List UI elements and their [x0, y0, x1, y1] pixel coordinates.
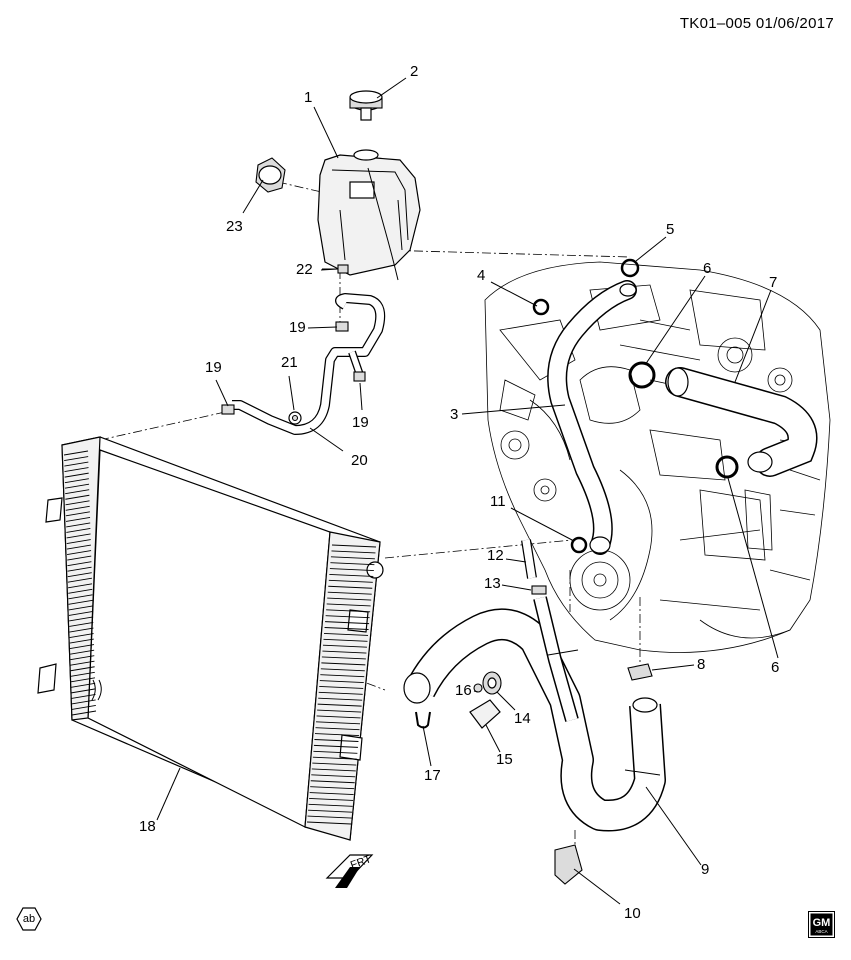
callout-19-upper: 19 — [289, 319, 306, 336]
callout-13: 13 — [484, 575, 501, 592]
callout-9: 9 — [701, 861, 710, 878]
callout-19-left: 19 — [205, 359, 222, 376]
tank-cap-23 — [255, 157, 286, 193]
pressure-cap — [349, 90, 383, 121]
callout-12: 12 — [487, 547, 504, 564]
callout-5: 5 — [666, 221, 675, 238]
callout-20: 20 — [351, 452, 368, 469]
radiator — [37, 436, 384, 841]
callout-7: 7 — [769, 274, 778, 291]
ab-hexagon-icon — [16, 907, 42, 931]
brackets — [469, 671, 502, 729]
gm-logo-subtext: ABCA — [815, 929, 827, 934]
callout-3: 3 — [450, 406, 459, 423]
document-id: TK01–005 01/06/2017 — [679, 15, 834, 32]
callout-4: 4 — [477, 267, 486, 284]
radiator-inlet-hose — [547, 280, 637, 555]
callout-18: 18 — [139, 818, 156, 835]
surge-tank — [317, 149, 421, 281]
radiator-outlet-hose — [403, 596, 666, 832]
callout-14: 14 — [514, 710, 531, 727]
callout-17: 17 — [424, 767, 441, 784]
callout-2: 2 — [410, 63, 419, 80]
callout-leaders — [156, 77, 779, 905]
callout-22: 22 — [296, 261, 313, 278]
callout-11: 11 — [490, 493, 506, 510]
callout-6-lower: 6 — [771, 659, 780, 676]
callout-16: 16 — [455, 682, 472, 699]
callout-15: 15 — [496, 751, 513, 768]
callout-1: 1 — [304, 89, 313, 106]
callout-10: 10 — [624, 905, 641, 922]
callout-21: 21 — [281, 354, 298, 371]
callout-6-upper: 6 — [703, 260, 712, 277]
callout-19-right: 19 — [352, 414, 369, 431]
clamps — [415, 258, 739, 885]
outlet-hose — [665, 367, 818, 477]
gm-logo: GM ABCA — [808, 911, 835, 938]
callout-23: 23 — [226, 218, 243, 235]
front-direction-indicator: FRT — [325, 853, 374, 888]
bypass-hose — [221, 293, 386, 435]
ab-badge-label: ab — [22, 913, 36, 925]
callout-8: 8 — [697, 656, 706, 673]
hose-12 — [521, 539, 537, 579]
gm-logo-text: GM — [813, 917, 831, 929]
